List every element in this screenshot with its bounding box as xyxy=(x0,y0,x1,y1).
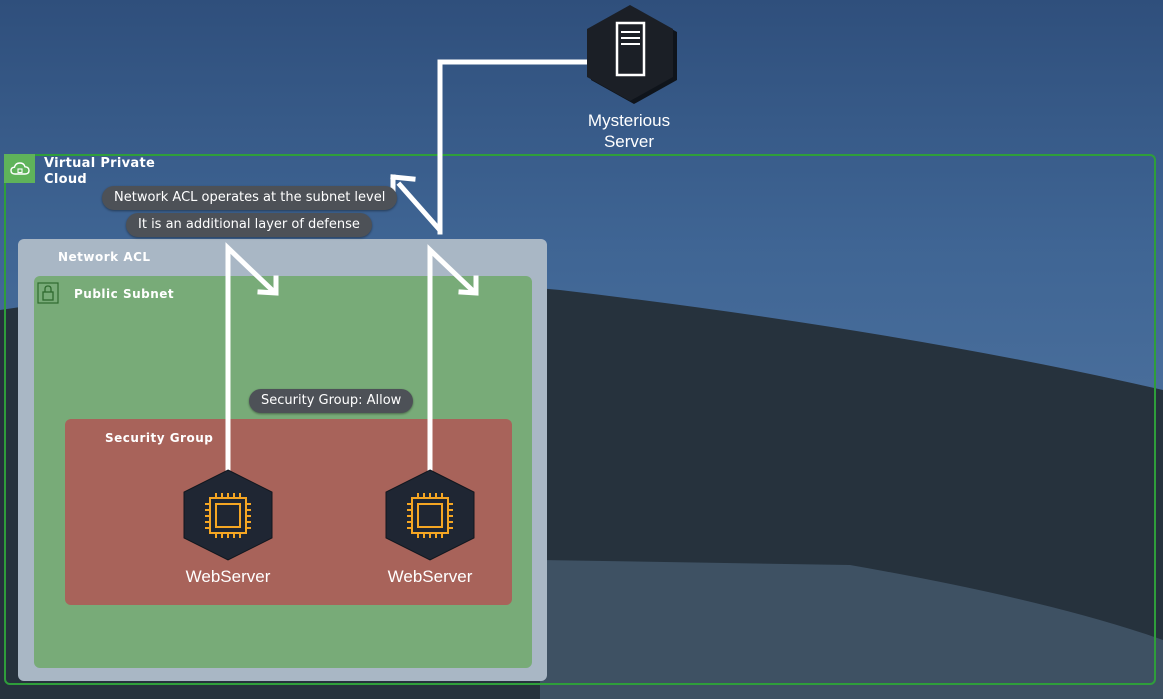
server-label-line2: Server xyxy=(603,132,655,151)
vpc-label: Virtual Private Cloud xyxy=(44,156,164,188)
server-link-line xyxy=(437,59,589,235)
webserver-2-node[interactable] xyxy=(385,469,475,561)
acl-callout-subnet-level: Network ACL operates at the subnet level xyxy=(102,186,398,210)
server-hexagon xyxy=(587,5,673,101)
public-subnet-label: Public Subnet xyxy=(74,287,175,301)
security-group-status-callout: Security Group: Allow xyxy=(249,389,414,413)
chip-icon xyxy=(205,493,251,538)
webserver-2-label: WebServer xyxy=(387,567,473,586)
server-label: Mysterious Server xyxy=(570,110,688,152)
cloud-lock-icon xyxy=(4,154,35,183)
security-group-label: Security Group xyxy=(105,431,214,445)
vpc-label-line2: Cloud xyxy=(44,172,87,187)
webserver-1-label: WebServer xyxy=(185,567,271,586)
server-to-vpc-arrow xyxy=(396,181,442,232)
server-label-line1: Mysterious xyxy=(587,111,671,130)
chip-icon xyxy=(407,493,453,538)
acl-callout-defense-layer: It is an additional layer of defense xyxy=(126,213,372,237)
vpc-label-line1: Virtual Private xyxy=(44,156,156,171)
webserver-1-line xyxy=(225,242,276,473)
network-acl-label: Network ACL xyxy=(58,250,151,264)
vpc-container xyxy=(4,154,1156,685)
lock-icon xyxy=(36,281,60,305)
webserver-2-line xyxy=(427,244,476,473)
server-icon xyxy=(615,21,646,77)
webserver-1-node[interactable] xyxy=(183,469,273,561)
